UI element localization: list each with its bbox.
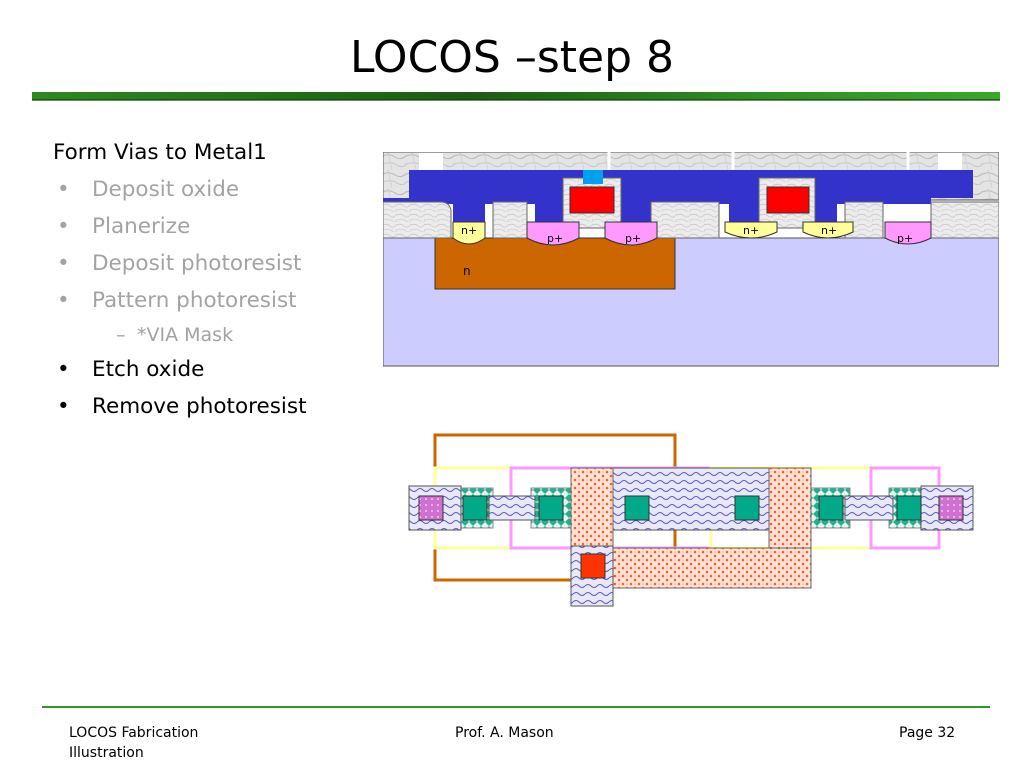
bullet-marker: • <box>57 394 70 419</box>
list-item-label: Deposit oxide <box>92 177 240 202</box>
bullet-marker: • <box>57 214 70 239</box>
poly-gate-left <box>569 186 615 214</box>
cross-section-diagram: n n+ p+ p+ n+ n+ p+ <box>383 152 999 367</box>
field-oxide <box>383 201 452 239</box>
step-list: Form Vias to Metal1 • Deposit oxide • Pl… <box>53 134 373 425</box>
footer-divider <box>42 706 990 708</box>
list-item-pattern-photoresist: • Pattern photoresist <box>53 282 373 319</box>
poly-gate-right <box>766 186 810 214</box>
list-item-label: Pattern photoresist <box>92 288 297 313</box>
p-contact <box>418 495 444 521</box>
bullet-marker: • <box>57 357 70 382</box>
active-region <box>530 487 572 529</box>
contact <box>818 495 844 521</box>
diffusion-label: p+ <box>625 232 641 245</box>
sub-bullet-marker: – <box>116 324 126 346</box>
via-square <box>580 553 606 579</box>
contact <box>624 495 650 521</box>
layout-view-diagram <box>408 433 974 607</box>
diffusion-p-plus-3 <box>884 221 932 245</box>
list-item-label: Deposit photoresist <box>92 251 302 276</box>
poly-bottom <box>612 547 812 589</box>
list-subitem-via-mask: – *VIA Mask <box>53 319 373 351</box>
list-item-deposit-photoresist: • Deposit photoresist <box>53 245 373 282</box>
bullet-marker: • <box>57 177 70 202</box>
diffusion-p-plus-2 <box>604 221 658 246</box>
list-item-label: Etch oxide <box>92 357 205 382</box>
diffusion-label: n+ <box>821 224 837 237</box>
diffusion-n-plus-3 <box>802 221 854 239</box>
bullet-marker: • <box>57 288 70 313</box>
list-item-label: Remove photoresist <box>92 394 307 419</box>
n-well <box>434 237 676 290</box>
diffusion-n-plus-2 <box>724 221 778 239</box>
contact <box>734 495 760 521</box>
bullet-marker: • <box>57 251 70 276</box>
poly-right <box>768 467 812 549</box>
diffusion-label: p+ <box>897 232 913 245</box>
diffusion-label: p+ <box>547 232 563 245</box>
list-item-deposit-oxide: • Deposit oxide <box>53 171 373 208</box>
contact <box>538 495 564 521</box>
title-divider <box>32 92 1000 101</box>
n-well-label: n <box>463 264 471 278</box>
diffusion-n-plus-1 <box>452 221 486 245</box>
list-item-etch-oxide: • Etch oxide <box>53 351 373 388</box>
list-heading: Form Vias to Metal1 <box>53 140 267 165</box>
diffusion-label: n+ <box>461 224 477 237</box>
list-item-remove-photoresist: • Remove photoresist <box>53 388 373 425</box>
footer-author: Prof. A. Mason <box>455 725 554 741</box>
diffusion-label: n+ <box>743 224 759 237</box>
footer-course-title: LOCOS Fabrication Illustration <box>69 725 199 761</box>
footer-page-number: Page 32 <box>899 725 956 741</box>
diffusion-p-plus-1 <box>526 221 580 246</box>
slide-title: LOCOS –step 8 <box>349 32 674 83</box>
contact <box>896 495 922 521</box>
list-item-planerize: • Planerize <box>53 208 373 245</box>
p-contact <box>938 495 964 521</box>
list-item-label: Planerize <box>92 214 191 239</box>
list-item-label: *VIA Mask <box>137 324 234 346</box>
via-plug <box>583 170 603 184</box>
contact <box>462 495 488 521</box>
